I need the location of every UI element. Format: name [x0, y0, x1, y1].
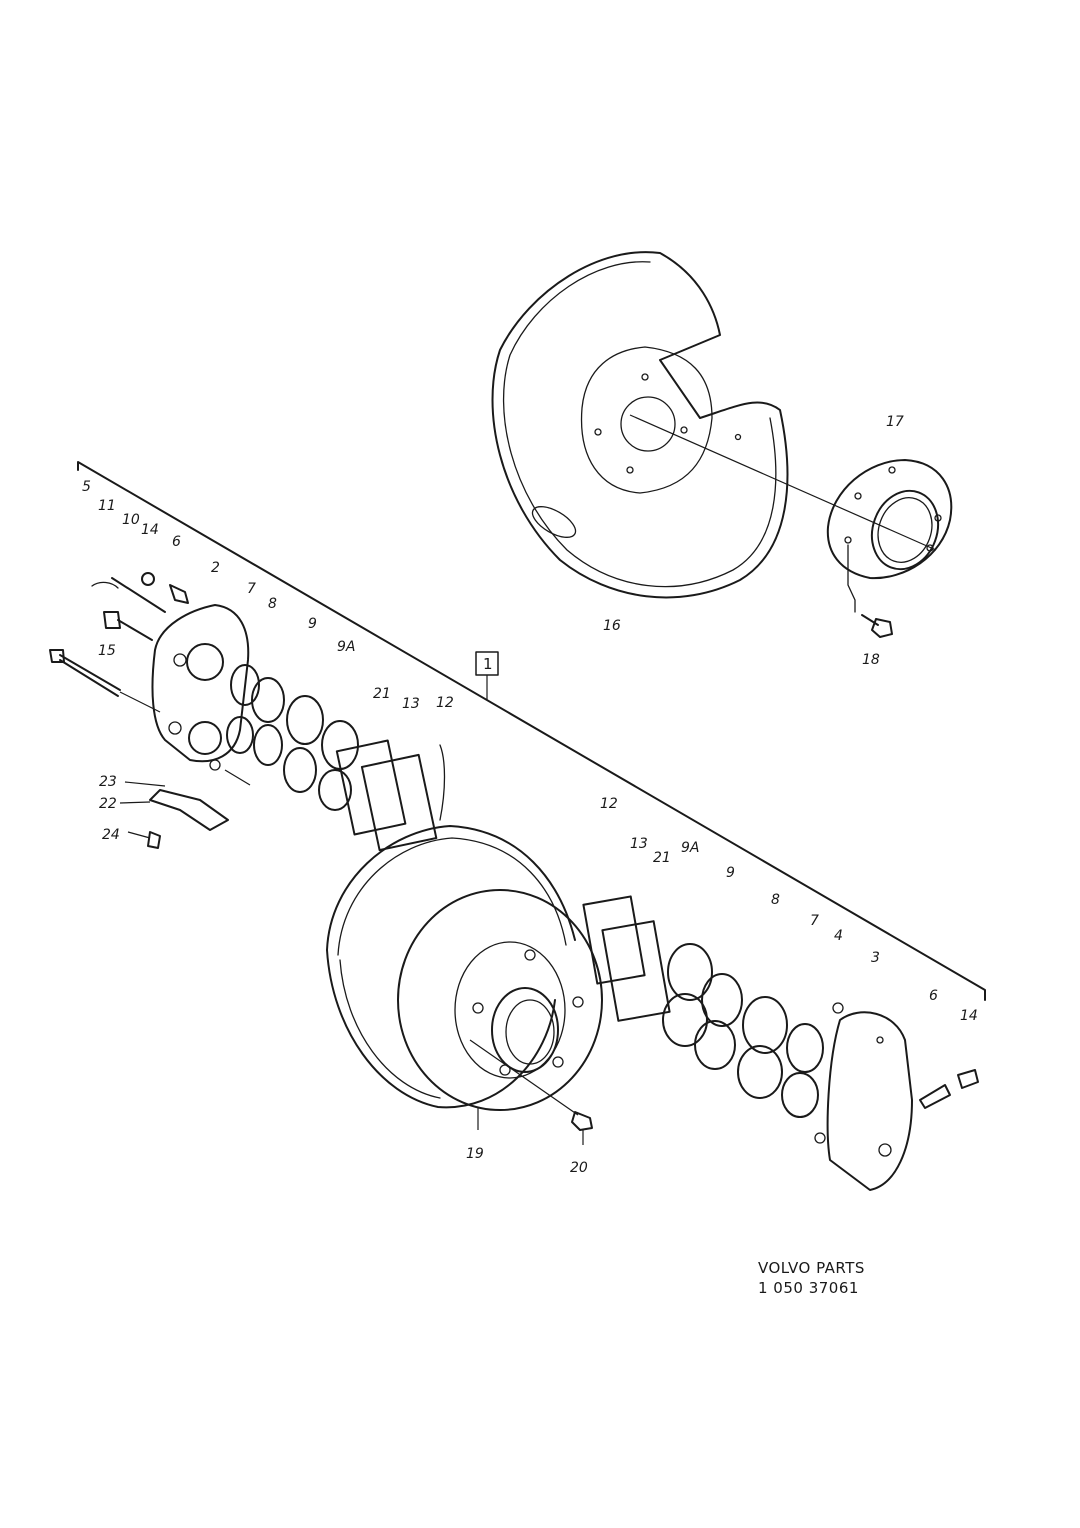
part-number: 1 050 37061: [758, 1279, 859, 1297]
group-label: 1: [483, 655, 493, 673]
callout-16: 16: [603, 618, 621, 634]
brake-disc: [326, 825, 603, 1130]
bolt-18: [847, 544, 893, 638]
callout-12-left: 12: [436, 695, 454, 711]
callout-22: 22: [99, 796, 117, 812]
callout-6-left: 6: [172, 534, 181, 550]
callout-21-left: 21: [373, 686, 391, 702]
callout-14-right: 14: [960, 1008, 978, 1024]
callout-6-right: 6: [929, 988, 938, 1004]
callout-4: 4: [834, 928, 843, 944]
callout-9a-left: 9A: [337, 639, 355, 655]
callout-8-right: 8: [771, 892, 780, 908]
callout-labels: 5 11 10 14 6 2 7 8 9 9A 21 13 12 15 23 2…: [82, 414, 978, 1176]
callout-21-right: 21: [653, 850, 671, 866]
callout-10: 10: [122, 512, 140, 528]
left-bolts: [49, 572, 189, 713]
callout-11: 11: [98, 498, 116, 514]
callout-2: 2: [211, 560, 220, 576]
callout-13-right: 13: [630, 836, 648, 852]
callout-9-left: 9: [308, 616, 317, 632]
anti-squeal-clip: [119, 781, 229, 849]
callout-3: 3: [871, 950, 880, 966]
callout-24: 24: [102, 827, 120, 843]
brand-label: VOLVO PARTS: [758, 1259, 865, 1277]
callout-23: 23: [99, 774, 117, 790]
callout-7-left: 7: [247, 581, 256, 597]
hub-flange: [629, 414, 953, 580]
right-caliper: [826, 1011, 979, 1191]
callout-20: 20: [570, 1160, 588, 1176]
callout-12-right: 12: [600, 796, 618, 812]
right-piston-stack: [582, 895, 844, 1144]
callout-7-right: 7: [810, 913, 819, 929]
wheel-bolt-20: [469, 1039, 593, 1145]
left-caliper: [151, 604, 251, 786]
callout-17: 17: [886, 414, 904, 430]
assembly-group-bracket: 1: [77, 461, 986, 1001]
callout-8-left: 8: [268, 596, 277, 612]
callout-14-left: 14: [141, 522, 159, 538]
callout-19: 19: [466, 1146, 484, 1162]
callout-15: 15: [98, 643, 116, 659]
left-piston-stack: [226, 664, 446, 852]
dust-shield: [491, 251, 789, 599]
callout-18: 18: [862, 652, 880, 668]
callout-9a-right: 9A: [681, 840, 699, 856]
callout-5: 5: [82, 479, 91, 495]
callout-13-left: 13: [402, 696, 420, 712]
footer-block: VOLVO PARTS 1 050 37061: [758, 1258, 865, 1298]
callout-9-right: 9: [726, 865, 735, 881]
